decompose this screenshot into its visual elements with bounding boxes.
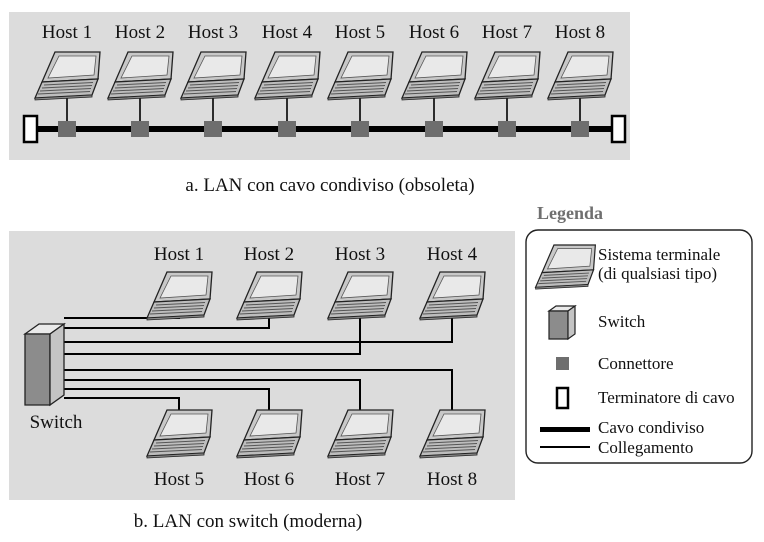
connector-icon [556, 357, 569, 370]
host-label: Host 5 [335, 22, 385, 43]
host-label: Host 2 [115, 22, 165, 43]
shared-cable-icon [540, 427, 590, 432]
host-label: Host 1 [154, 244, 204, 265]
host-label: Host 1 [42, 22, 92, 43]
legend-label-switch: Switch [598, 312, 646, 331]
connector [58, 121, 76, 137]
switch-host-5: Host 5 [146, 409, 213, 490]
link-bottom-4 [64, 369, 453, 420]
switch-host-3: Host 3 [327, 244, 394, 321]
cable-terminator-left [22, 114, 39, 144]
host-label: Host 6 [244, 469, 294, 490]
host-label: Host 5 [154, 469, 204, 490]
link-top-3 [64, 305, 361, 355]
legend-label-end-system: Sistema terminale (di qualsiasi tipo) [598, 245, 725, 283]
legend-label-link: Collegamento [598, 438, 693, 457]
connector [498, 121, 516, 137]
host-4: Host 4 [254, 22, 321, 137]
host-2: Host 2 [107, 22, 174, 137]
shared-cable [30, 126, 620, 132]
connector [571, 121, 589, 137]
host-7: Host 7 [474, 22, 541, 137]
terminator-icon [555, 386, 570, 410]
host-label: Host 4 [427, 244, 478, 265]
link-icon [540, 446, 590, 448]
switch-icon [22, 322, 67, 407]
legend-label-shared-cable: Cavo condiviso [598, 418, 704, 437]
host-6: Host 6 [401, 22, 468, 137]
panel-a: Host 1 Host 2 Host 3 Host 4 Host 5 Host 6 Host… [9, 12, 630, 160]
connector [351, 121, 369, 137]
link-bottom-3 [64, 379, 361, 420]
host-label: Host 3 [188, 22, 238, 43]
legend-title: Legenda [537, 203, 603, 223]
host-label: Host 6 [409, 22, 459, 43]
switch-host-7: Host 7 [327, 409, 394, 490]
legend-label-connector: Connettore [598, 354, 674, 373]
switch-host-1: Host 1 [146, 244, 213, 321]
host-5: Host 5 [327, 22, 394, 137]
connector [204, 121, 222, 137]
host-1: Host 1 [34, 22, 101, 137]
switch-host-8: Host 8 [419, 409, 486, 490]
switch-host-4: Host 4 [419, 244, 486, 321]
host-label: Host 8 [427, 469, 477, 490]
connector [425, 121, 443, 137]
panel-b-caption: b. LAN con switch (moderna) [134, 511, 362, 532]
switch-host-2: Host 2 [236, 244, 303, 321]
switch-label: Switch [30, 412, 83, 433]
legend-label-terminator: Terminatore di cavo [598, 388, 735, 407]
cable-terminator-right [610, 114, 627, 144]
host-8: Host 8 [547, 22, 614, 137]
panel-a-background [9, 12, 630, 160]
panel-a-caption: a. LAN con cavo condiviso (obsoleta) [185, 175, 474, 196]
switch-host-6: Host 6 [236, 409, 303, 490]
host-label: Host 4 [262, 22, 313, 43]
host-label: Host 8 [555, 22, 605, 43]
legend-box [525, 229, 753, 464]
panel-b: Host 1 Host 2 Host 3 Host 4 Host 5 Host 6 Host… [9, 231, 515, 500]
host-label: Host 2 [244, 244, 294, 265]
switch-icon [547, 304, 577, 341]
host-label: Host 7 [482, 22, 532, 43]
host-3: Host 3 [180, 22, 247, 137]
legend: Legenda Sistema terminale (di qualsiasi … [525, 203, 753, 464]
connector [278, 121, 296, 137]
connector [131, 121, 149, 137]
host-label: Host 7 [335, 469, 385, 490]
host-label: Host 3 [335, 244, 385, 265]
